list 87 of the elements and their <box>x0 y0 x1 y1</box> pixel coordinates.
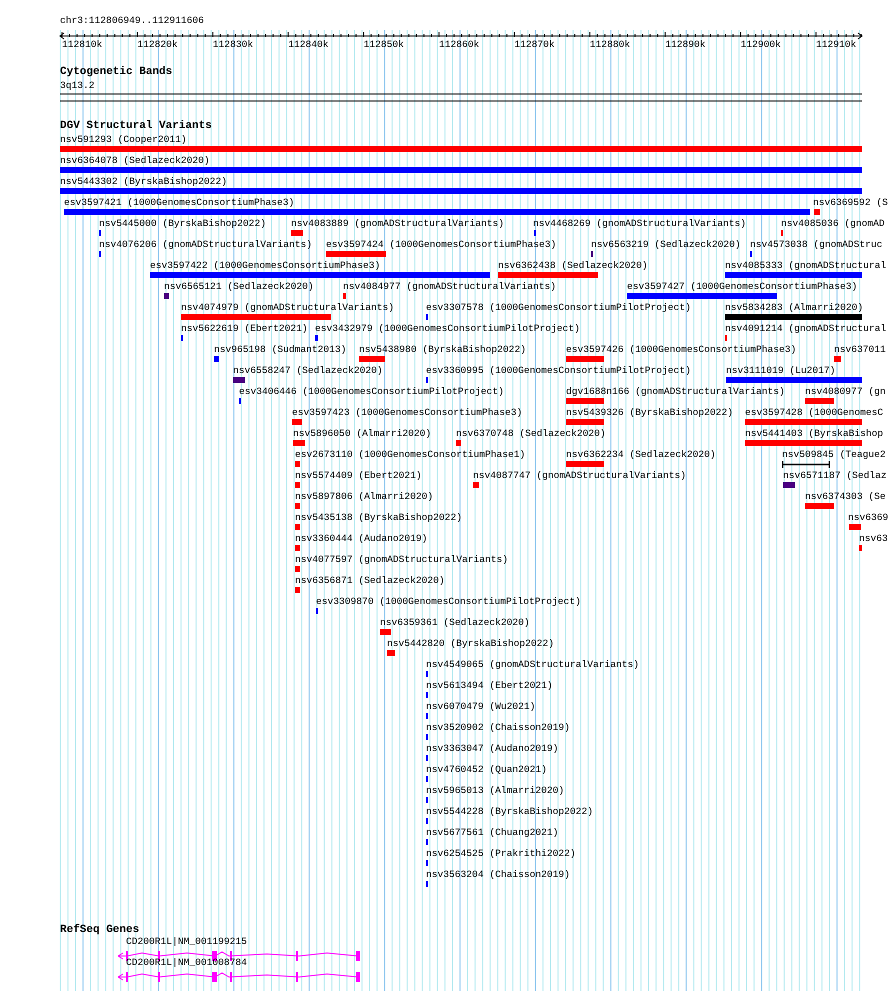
variant-label: nsv4087747 (gnomADStructuralVariants) <box>473 470 686 481</box>
variant-label: nsv509845 (Teague2 <box>782 449 886 460</box>
track-title: Cytogenetic Bands <box>60 67 172 78</box>
scale-tick-label: 112830k <box>212 39 254 50</box>
locus-label: 3q13.2 <box>60 80 95 91</box>
scale-tick-label: 112890k <box>665 39 706 50</box>
variant-label: esv3597421 (1000GenomesConsortiumPhase3) <box>64 197 294 208</box>
variant-label: esv2673110 (1000GenomesConsortiumPhase1) <box>295 449 526 460</box>
variant-label: nsv5435138 (ByrskaBishop2022) <box>295 512 462 523</box>
variant-label: nsv5544228 (ByrskaBishop2022) <box>426 806 593 817</box>
variant-label: nsv3363047 (Audano2019) <box>426 743 558 754</box>
variant-label: nsv6370748 (Sedlazeck2020) <box>456 428 606 439</box>
variant-label: nsv4760452 (Quan2021) <box>426 764 547 775</box>
variant-label: nsv965198 (Sudmant2013) <box>214 344 346 355</box>
variant-label: nsv5438980 (ByrskaBishop2022) <box>359 344 526 355</box>
variant-label: nsv6070479 (Wu2021) <box>426 701 536 712</box>
variant-label: nsv5439326 (ByrskaBishop2022) <box>566 407 733 418</box>
variant-label: nsv4074979 (gnomADStructuralVariants) <box>181 302 394 313</box>
variant-label: nsv6563219 (Sedlazeck2020) <box>591 239 741 250</box>
variant-label: nsv6565121 (Sedlazeck2020) <box>164 281 314 292</box>
variant-label: nsv4085333 (gnomADStructural <box>725 260 886 271</box>
variant-label: nsv6571187 (Sedlaz <box>783 470 887 481</box>
variant-label: nsv591293 (Cooper2011) <box>60 134 187 145</box>
scale-tick-label: 112900k <box>740 39 781 50</box>
variant-label: nsv5622619 (Ebert2021) <box>181 323 308 334</box>
variant-label: nsv5897806 (Almarri2020) <box>295 491 434 502</box>
variant-label: esv3597423 (1000GenomesConsortiumPhase3) <box>292 407 522 418</box>
variant-label: nsv6254525 (Prakrithi2022) <box>426 848 576 859</box>
locus-label: chr3:112806949..112911606 <box>60 15 204 26</box>
variant-label: nsv4091214 (gnomADStructural <box>725 323 886 334</box>
variant-label: esv3597427 (1000GenomesConsortiumPhase3) <box>627 281 858 292</box>
variant-label: nsv6362438 (Sedlazeck2020) <box>498 260 648 271</box>
variant-label: nsv4083889 (gnomADStructuralVariants) <box>291 218 504 229</box>
variant-label: esv3309870 (1000GenomesConsortiumPilotProject) <box>316 596 581 607</box>
variant-label: esv3406446 (1000GenomesConsortiumPilotProject) <box>239 386 504 397</box>
variant-label: nsv4084977 (gnomADStructuralVariants) <box>343 281 556 292</box>
scale-tick-label: 112880k <box>590 39 630 50</box>
scale-tick-label: 112870k <box>514 39 555 50</box>
variant-label: nsv6356871 (Sedlazeck2020) <box>295 575 445 586</box>
variant-label: nsv4549065 (gnomADStructuralVariants) <box>426 659 640 670</box>
variant-label: nsv6369592 (S <box>813 197 888 208</box>
variant-label: nsv5442820 (ByrskaBishop2022) <box>387 638 554 649</box>
variant-label: esv3597428 (1000GenomesC <box>745 407 884 418</box>
variant-label: nsv5677561 (Chuang2021) <box>426 827 558 838</box>
scale-tick-label: 112860k <box>439 39 480 50</box>
variant-label: nsv5613494 (Ebert2021) <box>426 680 553 691</box>
track-title: DGV Structural Variants <box>60 121 212 132</box>
variant-label: nsv5896050 (Almarri2020) <box>293 428 432 439</box>
variant-label: esv3432979 (1000GenomesConsortiumPilotProject) <box>315 323 580 334</box>
variant-label: esv3597426 (1000GenomesConsortiumPhase3) <box>566 344 796 355</box>
variant-label: nsv4080977 (gn <box>805 386 886 397</box>
variant-label: nsv6374303 (Se <box>805 491 886 502</box>
variant-label: nsv4077597 (gnomADStructuralVariants) <box>295 554 508 565</box>
variant-label: esv3360995 (1000GenomesConsortiumPilotProject) <box>426 365 691 376</box>
variant-label: nsv5443302 (ByrskaBishop2022) <box>60 176 227 187</box>
variant-label: esv3597422 (1000GenomesConsortiumPhase3) <box>150 260 380 271</box>
variant-label: nsv4085036 (gnomAD <box>781 218 885 229</box>
variant-label: nsv4573038 (gnomADStruc <box>750 239 882 250</box>
variant-label: nsv5445000 (ByrskaBishop2022) <box>99 218 266 229</box>
variant-label: nsv6364078 (Sedlazeck2020) <box>60 155 210 166</box>
variant-label: nsv6369 <box>848 512 888 523</box>
variant-label: nsv3563204 (Chaisson2019) <box>426 869 570 880</box>
variant-label: nsv6558247 (Sedlazeck2020) <box>233 365 383 376</box>
variant-label: nsv5574409 (Ebert2021) <box>295 470 422 481</box>
scale-tick-label: 112850k <box>364 39 404 50</box>
scale-tick-label: 112820k <box>137 39 178 50</box>
variant-label: nsv3360444 (Audano2019) <box>295 533 428 544</box>
gene-label: CD200R1L|NM_001199215 <box>126 936 247 947</box>
variant-label: nsv5965013 (Almarri2020) <box>426 785 564 796</box>
variant-label: nsv3520902 (Chaisson2019) <box>426 722 570 733</box>
track-title: RefSeq Genes <box>60 925 140 936</box>
variant-label: nsv5441403 (ByrskaBishop <box>745 428 884 439</box>
variant-label: nsv4468269 (gnomADStructuralVariants) <box>533 218 746 229</box>
variant-label: nsv3111019 (Lu2017) <box>726 365 836 376</box>
variant-label: nsv63 <box>859 533 888 544</box>
variant-label: nsv637011 <box>834 344 886 355</box>
variant-label: nsv6359361 (Sedlazeck2020) <box>380 617 530 628</box>
variant-label: nsv6362234 (Sedlazeck2020) <box>566 449 716 460</box>
variant-label: nsv5834283 (Almarri2020) <box>725 302 864 313</box>
variant-label: esv3307578 (1000GenomesConsortiumPilotProject) <box>426 302 691 313</box>
variant-label: nsv4076206 (gnomADStructuralVariants) <box>99 239 312 250</box>
gene-label: CD200R1L|NM_001008784 <box>126 957 247 968</box>
variant-label: esv3597424 (1000GenomesConsortiumPhase3) <box>326 239 556 250</box>
variant-label: dgv1688n166 (gnomADStructuralVariants) <box>566 386 785 397</box>
scale-tick-label: 112840k <box>288 39 328 50</box>
scale-tick-label: 112910k <box>816 39 856 50</box>
scale-tick-label: 112810k <box>62 39 102 50</box>
